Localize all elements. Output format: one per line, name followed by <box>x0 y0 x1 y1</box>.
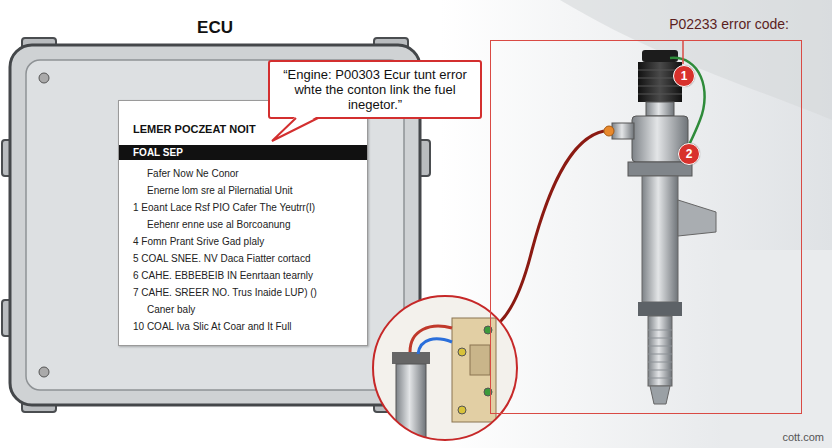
fuel-injector <box>678 200 716 236</box>
connector-zoom <box>470 345 490 375</box>
callout-pointer <box>272 118 318 141</box>
ecu-housing-shape <box>39 367 49 377</box>
fuel-injector <box>648 354 672 355</box>
ecu-housing-shape <box>39 73 49 83</box>
fuel-injector <box>500 131 604 322</box>
fuel-injector <box>604 126 614 136</box>
fuel-injector <box>646 102 674 116</box>
photo-background <box>720 250 832 448</box>
label-heading: LEMER POCZEAT NOIT <box>133 123 256 135</box>
fuel-injector <box>648 362 672 363</box>
fuel-injector <box>642 50 678 62</box>
heading: P02233 error code: <box>669 16 789 32</box>
fuel-injector <box>648 316 672 386</box>
callout-number: 2 <box>678 143 700 165</box>
fuel-injector <box>648 330 672 331</box>
label-line: 5 COAL SNEE. NV Daca Fiatter cortacd <box>133 250 353 267</box>
fuel-injector <box>638 94 682 95</box>
fuel-injector <box>638 302 682 316</box>
callout-number-text: 1 <box>681 70 688 82</box>
label-line: 10 COAL Iva Slic At Coar and It Full <box>133 318 353 335</box>
connector-zoom <box>373 296 517 440</box>
connector-zoom <box>370 293 520 443</box>
label-line: Fafer Now Ne Conor <box>133 165 353 182</box>
heading: ECU <box>10 18 420 38</box>
fuel-injector <box>648 378 672 379</box>
fuel-injector <box>638 86 682 87</box>
error-callout: “Engine: P00303 Ecur tunt error whte the… <box>268 60 482 119</box>
fuel-injector <box>648 346 672 347</box>
label-line: Eehenr enne use al Borcoanung <box>133 216 353 233</box>
callout-pointer <box>268 60 269 61</box>
label-line: 4 Fomn Prant Srive Gad plaly <box>133 233 353 250</box>
fuel-injector <box>628 162 692 176</box>
label-header-bar: FOAL SEP <box>119 145 367 160</box>
watermark: cott.com <box>782 431 824 443</box>
fuel-injector <box>612 123 634 139</box>
photo-background <box>560 0 832 120</box>
connector-zoom <box>370 293 520 448</box>
error-panel: P02233 error code:12 <box>490 40 802 414</box>
fuel-injector <box>642 176 678 302</box>
fuel-injector <box>500 41 716 404</box>
bar-heading: FOAL SEP <box>119 145 367 160</box>
callout-number: 1 <box>673 65 695 87</box>
connector-zoom <box>458 406 466 414</box>
label-line: Enerne lom sre al Pilernatial Unit <box>133 182 353 199</box>
ecu-label: LEMER POCZEAT NOIT Fafer Now Ne ConorEner… <box>118 100 368 346</box>
connector-zoom <box>370 293 520 448</box>
connector-zoom <box>392 352 430 364</box>
callout-pointer <box>272 116 318 141</box>
fuel-injector <box>682 41 684 64</box>
callout-text: “Engine: P00303 Ecur tunt error whte the… <box>280 67 470 112</box>
label-line: 1 Eoant Lace Rsf PIO Cafer The Yeutrr(I) <box>133 199 353 216</box>
label-line: 6 CAHE. EBBEBEIB IN Eenrtaan tearnly <box>133 267 353 284</box>
fuel-injector <box>650 386 670 404</box>
fuel-injector <box>648 370 672 371</box>
label-line: Caner baly <box>133 301 353 318</box>
callout-number-text: 2 <box>686 148 693 160</box>
connector-zoom <box>458 348 466 356</box>
label-line: 7 CAHE. SREER NO. Trus Inaide LUP) () <box>133 284 353 301</box>
connector-zoom <box>418 339 452 354</box>
fuel-injector <box>648 338 672 339</box>
